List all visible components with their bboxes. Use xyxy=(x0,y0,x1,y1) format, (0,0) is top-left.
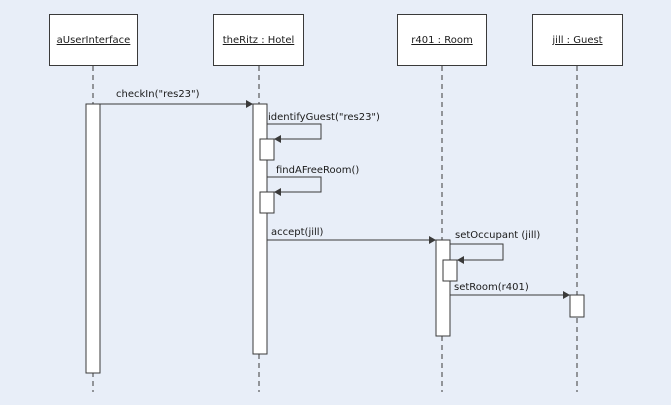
object-r401-room: r401 : Room xyxy=(397,14,487,66)
message-label-set-occupant: setOccupant (jill) xyxy=(455,230,540,241)
activation-bar-guest xyxy=(569,294,585,318)
message-label-checkin: checkIn("res23") xyxy=(116,89,200,100)
message-arrow-find-free-room xyxy=(267,176,322,196)
activation-bar-identify-guest xyxy=(259,138,275,161)
activation-bar-set-occupant xyxy=(442,259,458,282)
message-label-accept: accept(jill) xyxy=(271,227,324,238)
message-arrow-identify-guest xyxy=(267,123,322,143)
message-label-identify-guest: identifyGuest("res23") xyxy=(268,112,380,123)
object-jill-guest: jill : Guest xyxy=(532,14,623,66)
object-a-user-interface: aUserInterface xyxy=(49,14,138,66)
message-label-set-room: setRoom(r401) xyxy=(454,282,529,293)
activation-bar-room xyxy=(435,239,451,337)
message-arrow-set-occupant xyxy=(450,243,504,264)
activation-bar-hotel xyxy=(252,103,268,355)
activation-bar-user-interface xyxy=(85,103,101,374)
object-the-ritz-hotel: theRitz : Hotel xyxy=(213,14,304,66)
message-label-find-free-room: findAFreeRoom() xyxy=(276,165,359,176)
activation-bar-find-free-room xyxy=(259,191,275,214)
